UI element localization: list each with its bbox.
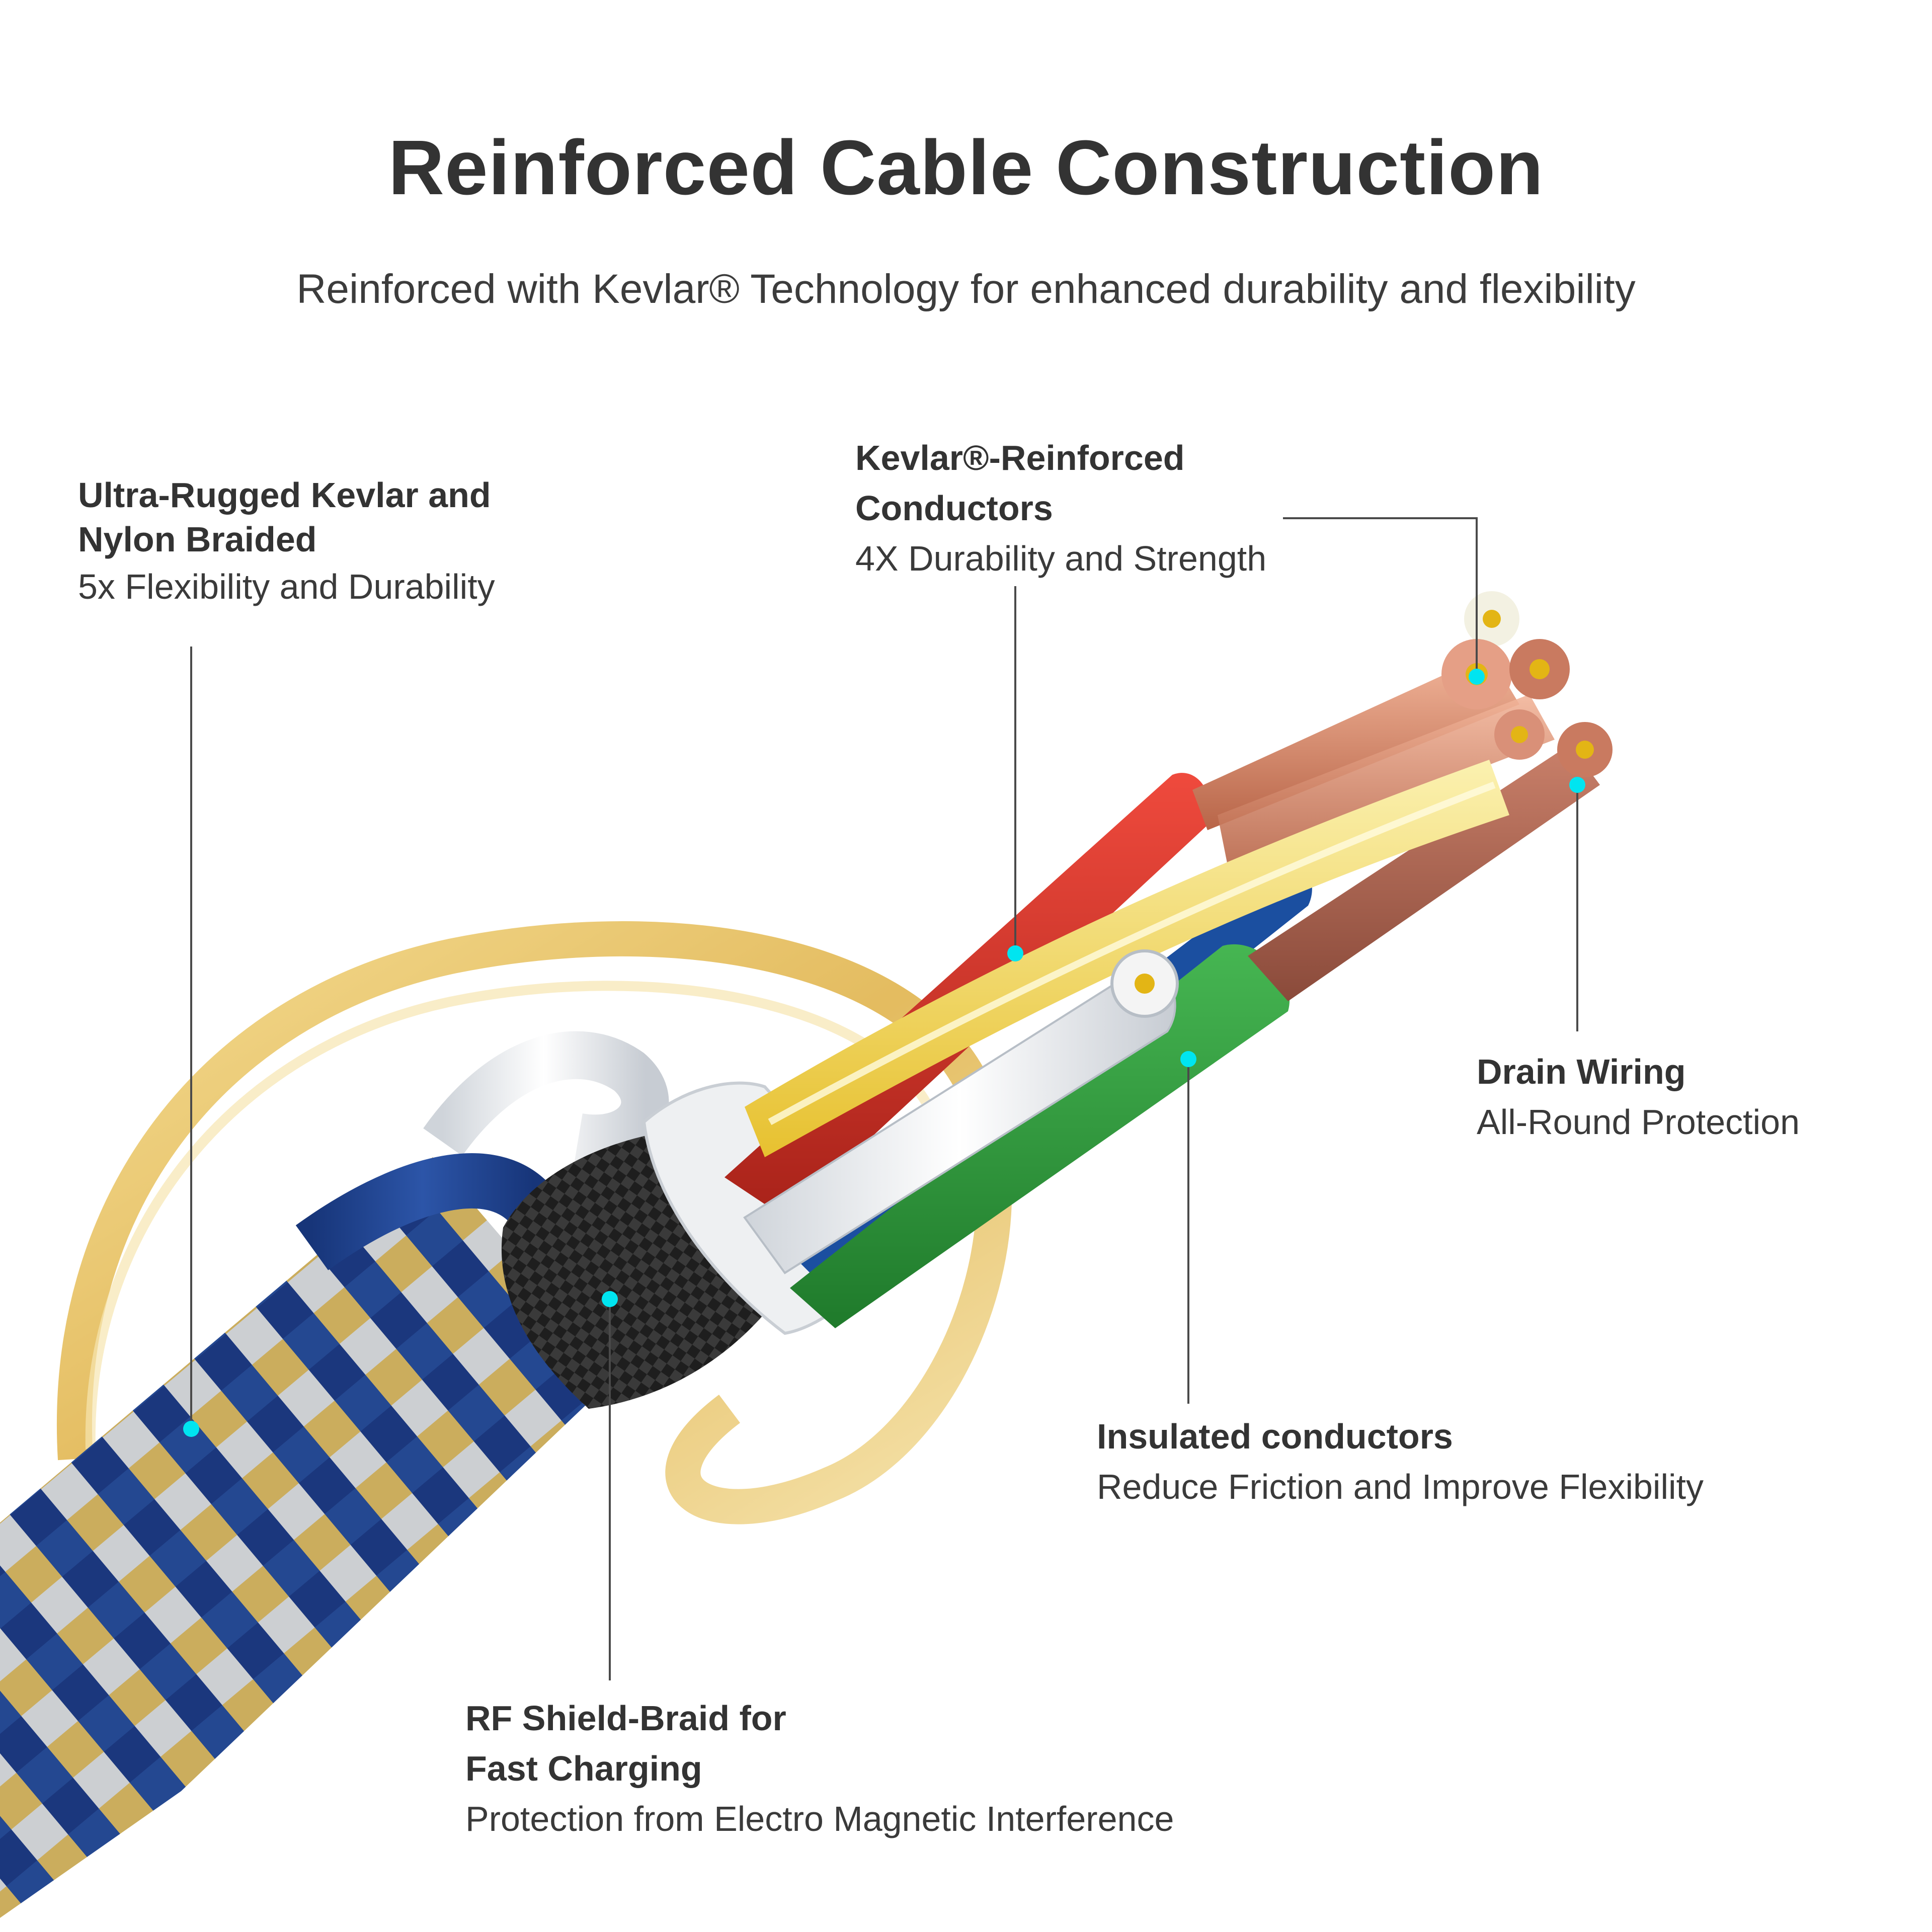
markers: [183, 669, 1585, 1437]
marker-insulated: [1180, 1051, 1196, 1067]
white-fiber-end: [1110, 949, 1179, 1018]
marker-kevlar: [1007, 945, 1023, 961]
kevlar-ribbon-loop-inner: [85, 981, 930, 1450]
callout-braided: Ultra-Rugged Kevlar and Nylon Braided 5x…: [78, 473, 631, 609]
strand-end-white: [1464, 591, 1519, 647]
callout-rf: RF Shield-Braid for Fast Charging Protec…: [465, 1693, 1371, 1844]
callout-braided-heading-line1: Ultra-Rugged Kevlar and: [78, 475, 491, 515]
strand-end-copper-3: [1494, 709, 1545, 760]
copper-bundle-right: [1248, 745, 1600, 1001]
callout-insulated: Insulated conductors Reduce Friction and…: [1097, 1411, 1801, 1512]
copper-bundle-top: [1192, 654, 1519, 830]
callout-drain: Drain Wiring All-Round Protection: [1477, 1046, 1879, 1147]
callout-drain-detail: All-Round Protection: [1477, 1102, 1800, 1142]
callout-rf-heading-line1: RF Shield-Braid for: [465, 1699, 786, 1738]
page-subtitle: Reinforced with Kevlar® Technology for e…: [296, 266, 1636, 312]
page-title: Reinforced Cable Construction: [388, 124, 1544, 211]
copper-bundle-mid: [1218, 694, 1555, 865]
strand-end-copper-2: [1509, 639, 1570, 699]
callout-drain-heading: Drain Wiring: [1477, 1052, 1686, 1091]
callout-kevlar-heading-line1: Kevlar®-Reinforced: [855, 438, 1185, 477]
braided-jacket: [0, 1157, 619, 1918]
callout-insulated-detail: Reduce Friction and Improve Flexibility: [1097, 1467, 1704, 1506]
blue-ribbon: [295, 1153, 555, 1270]
kevlar-strand-highlight: [768, 781, 1496, 1125]
callout-kevlar-heading-line2: Conductors: [855, 489, 1053, 528]
marker-braided: [183, 1421, 199, 1437]
callout-braided-heading-line2: Nylon Braided: [78, 520, 317, 559]
green-insulator: [790, 944, 1290, 1328]
braided-jacket-shade: [0, 1157, 619, 1918]
callout-rf-detail: Protection from Electro Magnetic Interfe…: [465, 1799, 1174, 1838]
marker-drain: [1569, 777, 1585, 793]
leader-kevlar-top: [1283, 517, 1478, 677]
callout-kevlar-detail: 4X Durability and Strength: [855, 539, 1267, 578]
marker-kevlar-top: [1469, 669, 1485, 685]
callout-kevlar: Kevlar®-Reinforced Conductors 4X Durabil…: [855, 433, 1358, 584]
callout-insulated-heading: Insulated conductors: [1097, 1417, 1453, 1456]
leader-lines: [190, 517, 1578, 1680]
white-ribbon: [423, 1031, 669, 1163]
strand-end-copper-4: [1557, 722, 1613, 777]
callout-rf-heading-line2: Fast Charging: [465, 1749, 702, 1788]
marker-rf: [602, 1291, 618, 1307]
callout-braided-detail: 5x Flexibility and Durability: [78, 567, 495, 606]
